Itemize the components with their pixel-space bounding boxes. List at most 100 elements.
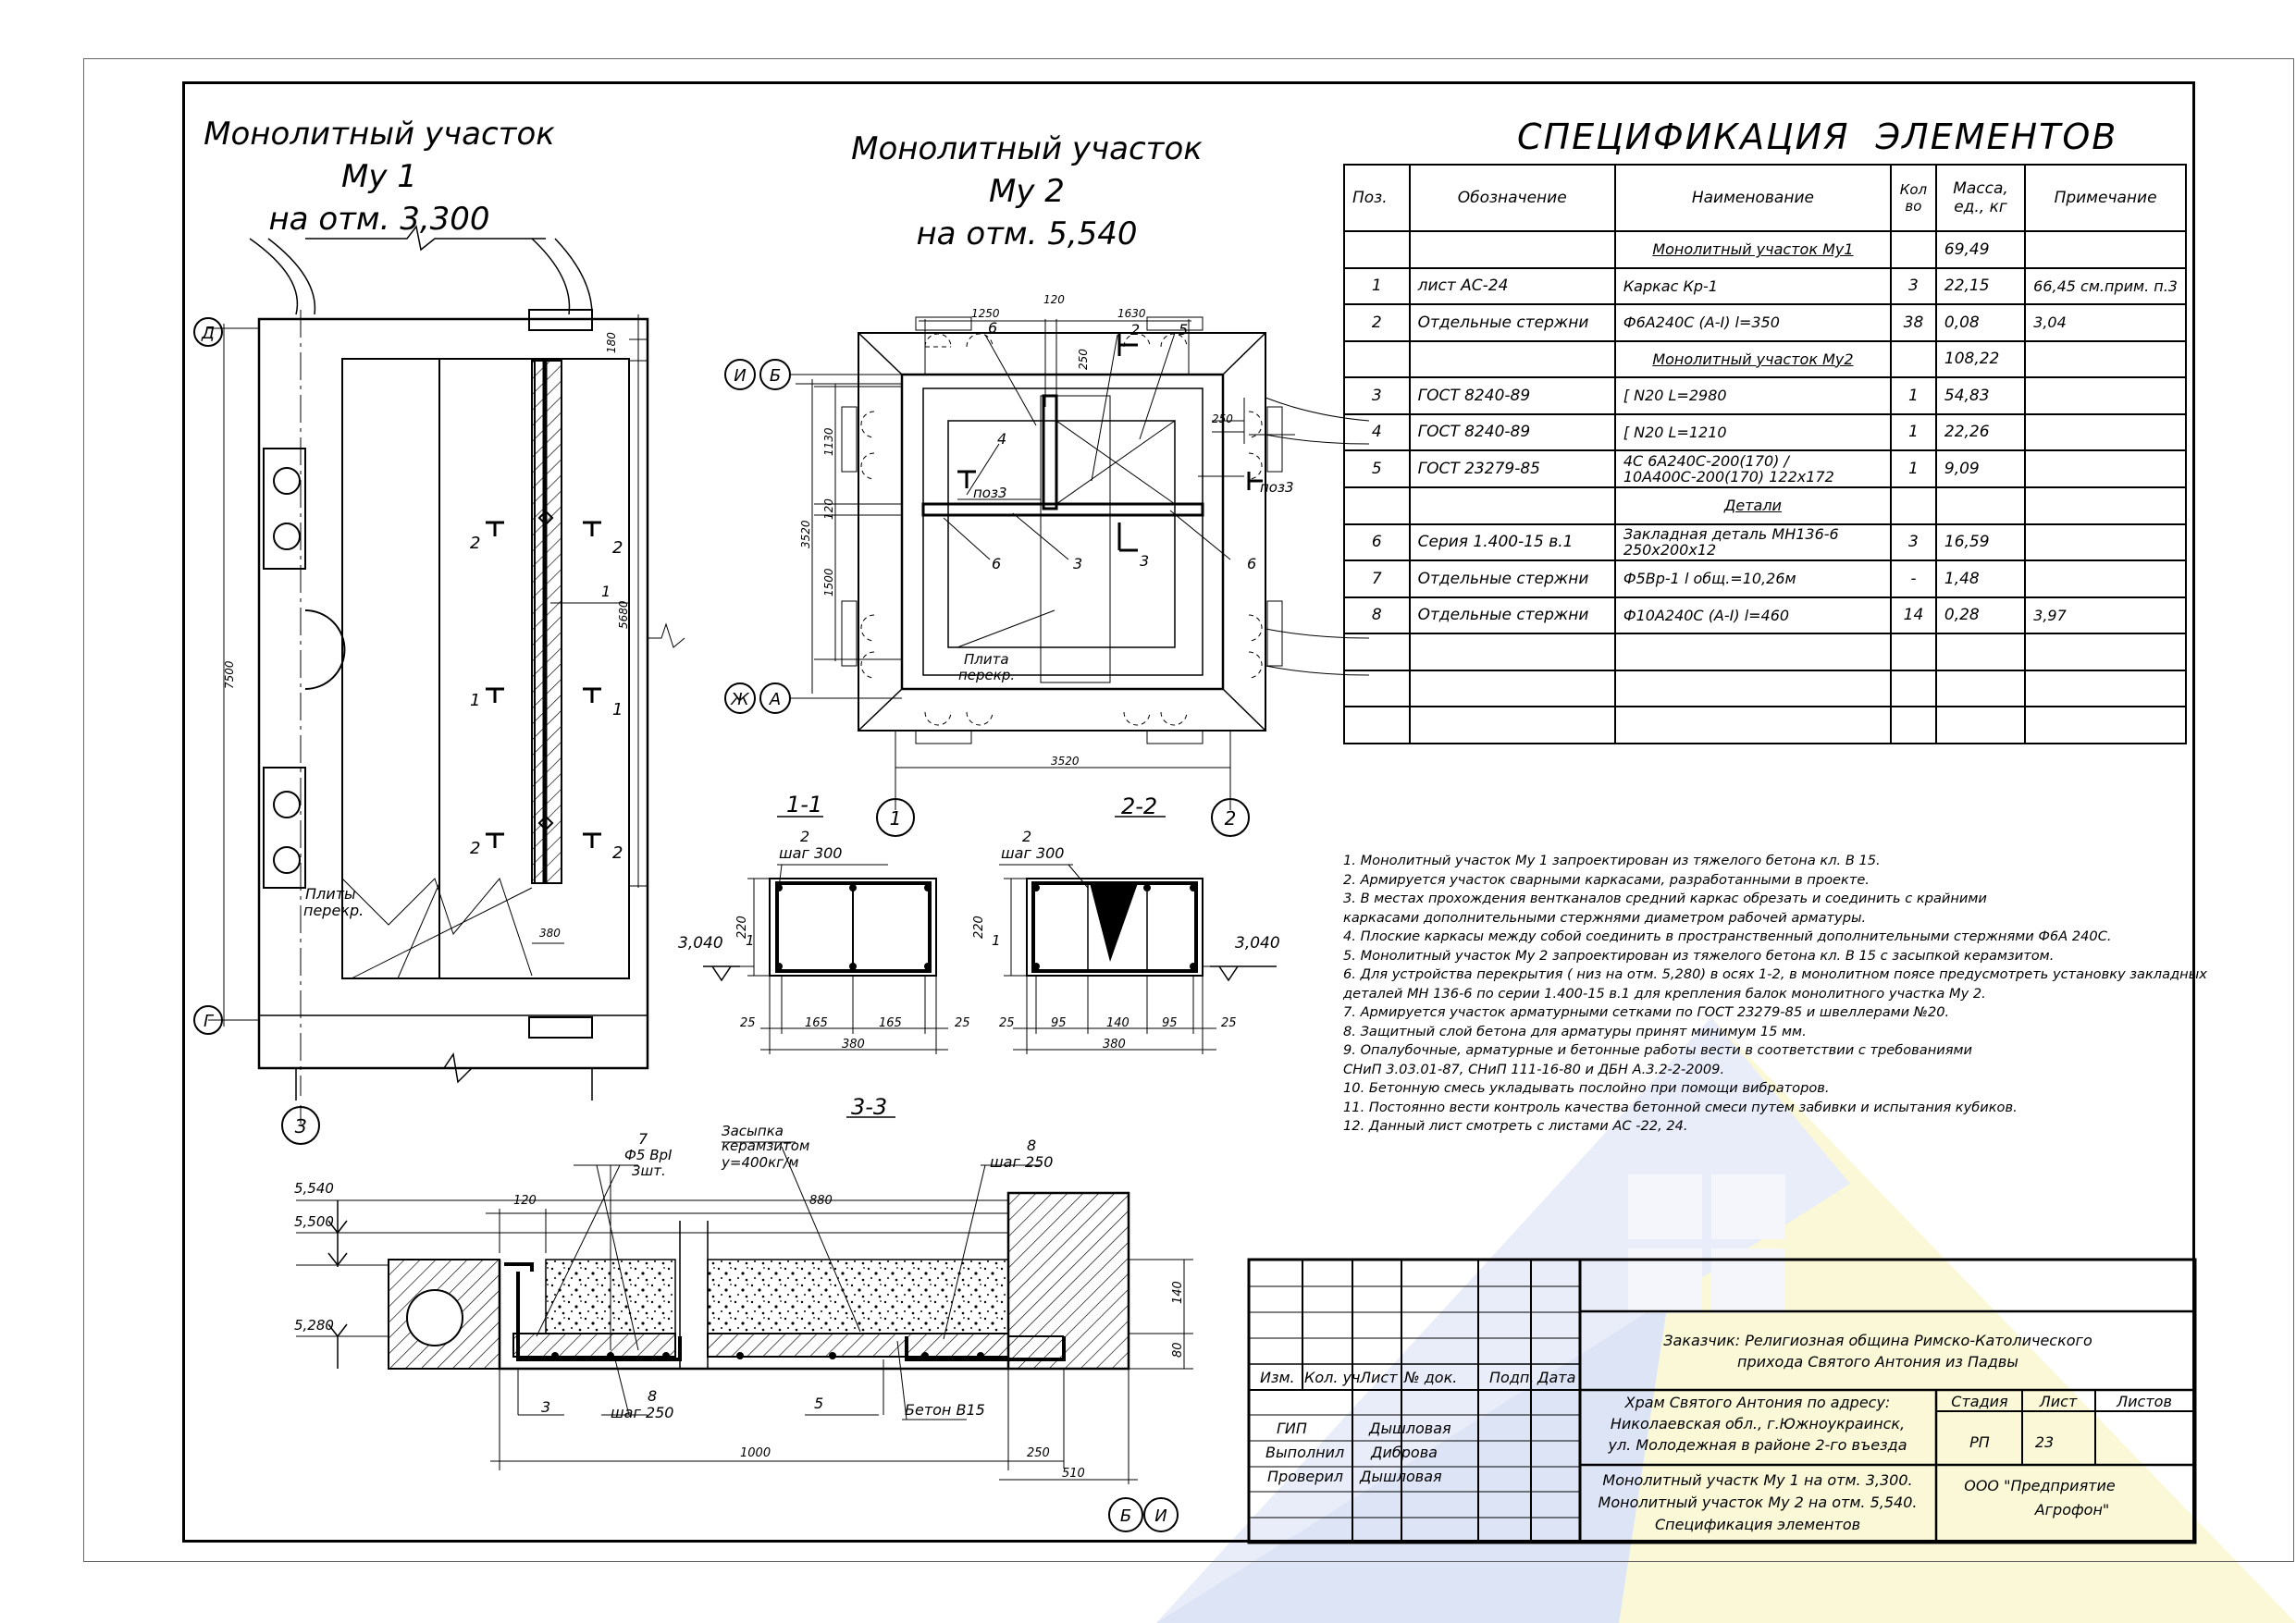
- name-gip: Дышловая: [1368, 1420, 1451, 1437]
- spec-cell-name: Монолитный участок Му2: [1613, 339, 1893, 378]
- spec-cell-mass: 108,22: [1934, 339, 2027, 378]
- axis-B-bottom: Б: [1120, 1506, 1131, 1526]
- note-line: деталей МН 136-6 по серии 1.400-15 в.1 д…: [1343, 985, 1986, 1002]
- sec33-label-3: 3: [541, 1398, 550, 1416]
- sheet-border: [83, 58, 2294, 1562]
- spec-cell-mass: [1934, 669, 2027, 707]
- sheet-title-1: Монолитный участк Му 1 на отм. 3,300.: [1602, 1471, 1912, 1489]
- spec-cell-name: [1613, 669, 1893, 707]
- spec-cell-qty: 1: [1890, 412, 1937, 451]
- stage-value: РП: [1969, 1433, 1990, 1451]
- title-mu1-line1: Монолитный участок Му 1: [204, 116, 555, 195]
- spec-cell-pos: 7: [1343, 559, 1411, 598]
- spec-row: [1343, 669, 2187, 707]
- spec-cell-designation: ГОСТ 8240-89: [1408, 376, 1616, 415]
- spec-cell-name: Каркас Кр-1: [1613, 266, 1893, 305]
- spec-cell-name: [ N20 L=2980: [1613, 376, 1893, 415]
- spec-cell-pos: [1343, 486, 1411, 525]
- sheet-value: 23: [2035, 1433, 2054, 1451]
- axis-1: 1: [890, 807, 902, 830]
- spec-cell-note: [2024, 706, 2187, 744]
- callout7-pos: 7: [638, 1130, 648, 1148]
- sec22-height: 220: [972, 916, 986, 939]
- spec-cell-qty: [1890, 669, 1937, 707]
- dim-380: 380: [539, 927, 561, 940]
- spec-cell-designation: [1408, 669, 1616, 707]
- spec-cell-pos: [1343, 633, 1411, 671]
- spec-header-cell: Наименование: [1613, 164, 1893, 232]
- spec-header-cell: Примечание: [2024, 164, 2187, 232]
- dim-1630: 1630: [1117, 307, 1146, 320]
- axis-A: А: [769, 690, 781, 709]
- spec-cell-designation: [1408, 633, 1616, 671]
- sec22-dim-3: 140: [1106, 1016, 1129, 1030]
- spec-cell-note: [2024, 633, 2187, 671]
- spec-cell-qty: [1890, 339, 1937, 378]
- dim-250-b: 250: [1212, 412, 1233, 425]
- spec-cell-note: [2024, 449, 2187, 488]
- callout8-top-step: шаг 250: [990, 1153, 1053, 1171]
- slab-label-1: Плиты: [305, 885, 356, 903]
- sec11-height: 220: [735, 916, 749, 939]
- spec-cell-name: Детали: [1613, 486, 1893, 525]
- dim-3520-v: 3520: [799, 520, 812, 548]
- spec-cell-note: [2024, 230, 2187, 269]
- fill-label-2: керамзитом: [722, 1137, 809, 1154]
- spec-cell-name: Монолитный участок Му1: [1613, 230, 1893, 269]
- spec-cell-pos: 5: [1343, 449, 1411, 488]
- spec-cell-designation: ГОСТ 8240-89: [1408, 412, 1616, 451]
- note-line: 3. В местах прохождения вентканалов сред…: [1343, 891, 1987, 906]
- sec22-total: 380: [1103, 1038, 1126, 1051]
- fill-label-1: Засыпка: [722, 1123, 784, 1139]
- spec-cell-qty: [1890, 486, 1937, 525]
- company-line2: Агрофон": [2034, 1501, 2110, 1518]
- sec33-dim-250: 250: [1027, 1446, 1050, 1460]
- note-line: 6. Для устройства перекрытия ( низ на от…: [1343, 966, 2207, 982]
- dim-3520-h: 3520: [1051, 755, 1080, 768]
- spec-cell-designation: Серия 1.400-15 в.1: [1408, 523, 1616, 561]
- spec-cell-pos: 6: [1343, 523, 1411, 561]
- sec22-dim-4: 95: [1162, 1016, 1178, 1030]
- sec22-pos: 1: [992, 932, 1001, 949]
- section-3-3-text: 3-3 5,540 5,500 5,280 7 Ф5 ВрI 3шт. Засы…: [294, 1094, 1185, 1526]
- sec22-dim-1: 25: [999, 1016, 1015, 1030]
- sec33-dim-80: 80: [1171, 1342, 1185, 1358]
- spec-cell-designation: [1408, 706, 1616, 744]
- stage-header: Стадия: [1951, 1393, 2008, 1410]
- title-mu2-line1: Монолитный участок Му 2: [851, 130, 1203, 210]
- spec-cell-designation: ГОСТ 23279-85: [1408, 449, 1616, 488]
- sec-2b: 2: [612, 538, 623, 558]
- name-proveril: Дышловая: [1359, 1468, 1442, 1485]
- note-line: 7. Армируется участок арматурными сеткам…: [1343, 1004, 1950, 1020]
- sec11-elev: 3,040: [678, 934, 723, 953]
- sheet-header: Лист: [2039, 1393, 2078, 1410]
- callout-3b: 3: [1140, 552, 1149, 570]
- sheets-header: Листов: [2116, 1393, 2172, 1410]
- spec-cell-name: Ф6А240С (А-I) l=350: [1613, 303, 1893, 342]
- sec22-bar-pos: 2: [1022, 828, 1031, 845]
- note-line: 4. Плоские каркасы между собой соединить…: [1343, 928, 2112, 944]
- name-vypolnil: Диброва: [1370, 1444, 1438, 1461]
- plan-mu1-text: Д Г З 7500 5680 180 380 2 2 1 1 2 2 1 Пл…: [201, 324, 630, 1137]
- callout-2: 2: [1130, 321, 1140, 338]
- spec-cell-qty: -: [1890, 559, 1937, 598]
- spec-cell-pos: [1343, 669, 1411, 707]
- role-vypolnil: Выполнил: [1265, 1444, 1344, 1461]
- axis-B: Б: [770, 366, 781, 386]
- spec-cell-pos: [1343, 230, 1411, 269]
- sec22-elev: 3,040: [1235, 934, 1280, 953]
- rev-h-izm: Изм.: [1260, 1369, 1295, 1386]
- sheet-title-2: Монолитный участок Му 2 на отм. 5,540.: [1599, 1494, 1918, 1511]
- sec33-dim-120: 120: [513, 1194, 537, 1208]
- spec-cell-designation: лист АС-24: [1408, 266, 1616, 305]
- spec-cell-designation: [1408, 486, 1616, 525]
- spec-cell-note: [2024, 486, 2187, 525]
- spec-cell-designation: Отдельные стержни: [1408, 303, 1616, 342]
- fill-label-3: у=400кг/м: [721, 1154, 798, 1171]
- callout-6-top: 6: [988, 319, 997, 337]
- callout-5: 5: [1179, 321, 1188, 338]
- callout8-bot-pos: 8: [648, 1387, 657, 1405]
